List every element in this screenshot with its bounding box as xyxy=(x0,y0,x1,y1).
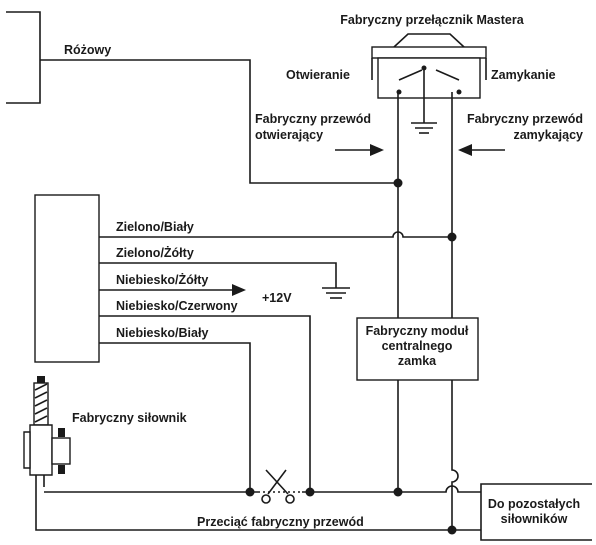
switch-title-label: Fabryczny przełącznik Mastera xyxy=(340,13,524,27)
junction-dot xyxy=(447,232,457,242)
opening-wire-label-1: Fabryczny przewód xyxy=(255,112,371,126)
blue-red-wire xyxy=(99,315,311,492)
arrow-left-icon xyxy=(458,144,505,156)
closing-factory-wire xyxy=(451,92,459,530)
blue-yellow-wire xyxy=(99,284,246,296)
junction-dot xyxy=(447,525,457,535)
actuator-label: Fabryczny siłownik xyxy=(72,411,187,425)
green-yellow-wire xyxy=(99,262,337,288)
green-white-label: Zielono/Biały xyxy=(116,220,194,234)
actuator-wire-bottom xyxy=(35,487,481,531)
alarm-unit-box xyxy=(6,11,41,104)
module-label-1: Fabryczny moduł xyxy=(366,324,469,338)
blue-white-wire xyxy=(99,342,251,492)
ground-icon xyxy=(411,68,437,134)
switch-icon xyxy=(371,33,487,99)
green-white-wire xyxy=(99,231,452,238)
green-yellow-label: Zielono/Żółty xyxy=(116,245,194,260)
junction-dot xyxy=(305,487,315,497)
opening-label: Otwieranie xyxy=(286,68,350,82)
pink-wire xyxy=(40,59,398,184)
cut-wire-label: Przeciąć fabryczny przewód xyxy=(197,515,364,529)
junction-dot xyxy=(393,487,403,497)
closing-wire-label-2: zamykający xyxy=(513,128,583,142)
actuator-wire-top-right xyxy=(302,485,481,493)
module-label-2: centralnego xyxy=(382,339,453,353)
other-actuators-box xyxy=(480,483,592,541)
closing-wire-label-1: Fabryczny przewód xyxy=(467,112,583,126)
blue-white-label: Niebiesko/Biały xyxy=(116,326,208,340)
plus-12v-label: +12V xyxy=(262,291,292,305)
other-actuators-label-1: Do pozostałych xyxy=(488,497,580,511)
scissors-icon xyxy=(261,469,295,504)
junction-dot xyxy=(393,178,403,188)
blue-yellow-label: Niebiesko/Żółty xyxy=(116,272,208,287)
actuator-icon xyxy=(23,376,71,487)
central-locking-module xyxy=(356,317,479,381)
blue-red-label: Niebiesko/Czerwony xyxy=(116,299,238,313)
arrow-right-icon xyxy=(335,144,384,156)
opening-wire-label-2: otwierający xyxy=(255,128,323,142)
closing-label: Zamykanie xyxy=(491,68,556,82)
alarm-module-box xyxy=(34,194,100,363)
junction-dot xyxy=(245,487,255,497)
module-label-3: zamka xyxy=(398,354,437,368)
ground-icon xyxy=(322,287,350,299)
other-actuators-label-2: siłowników xyxy=(501,512,568,526)
pink-wire-label: Różowy xyxy=(64,43,111,57)
